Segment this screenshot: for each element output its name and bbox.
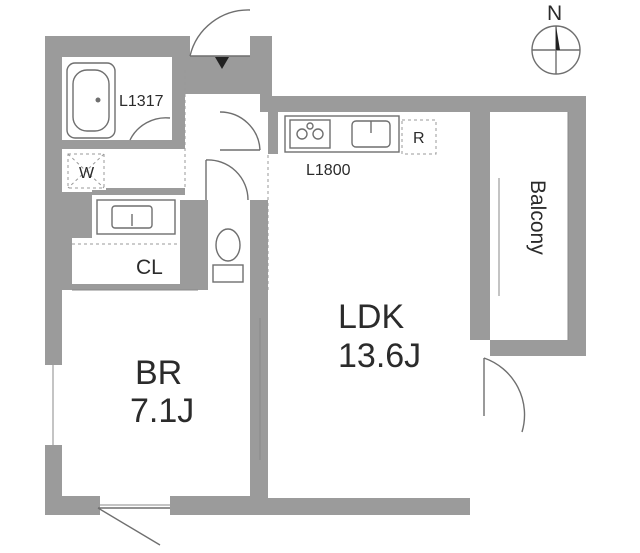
br-label: BR: [135, 354, 182, 392]
compass-label: N: [547, 2, 562, 25]
wall-bath-bottom: [62, 140, 185, 149]
entry-door: [189, 9, 251, 69]
room-labels: LDK 13.6J BR 7.1J: [130, 298, 421, 430]
stove-icon: [289, 119, 331, 149]
hall-doors: [184, 70, 269, 290]
closet-label: CL: [136, 256, 163, 279]
wall-cl-right: [180, 200, 200, 290]
washer: W: [66, 152, 106, 190]
kitchen-counter: [284, 115, 400, 153]
bathtub: [66, 62, 116, 139]
ldk-side-door: [470, 356, 526, 433]
washer-label: W: [79, 165, 95, 182]
bathroom: L1317: [66, 62, 171, 141]
ldk-size-label: 13.6J: [338, 337, 421, 375]
ldk-label: LDK: [338, 298, 404, 336]
entry-arrow-icon: [215, 57, 229, 69]
kitchen: L1800 R: [284, 115, 437, 179]
toilet: [205, 159, 250, 286]
wall-wc-right: [250, 200, 268, 290]
kitchen-size-label: L1800: [306, 162, 351, 179]
walls: [45, 36, 586, 515]
fridge-label: R: [413, 130, 425, 147]
br-size-label: 7.1J: [130, 392, 194, 430]
wall-vanity-top: [92, 188, 185, 195]
wall-balcony-floor: [490, 340, 586, 356]
compass: N: [531, 2, 581, 75]
br-bottom-door: [97, 507, 170, 546]
windows: [45, 178, 508, 515]
wall-closet-bottom: [72, 284, 200, 290]
wall-bath-right: [172, 57, 185, 142]
wall-kitchen-left: [268, 112, 278, 154]
wall-balcony-end: [568, 112, 586, 342]
wall-ldk-left: [250, 290, 268, 496]
wall-br-top: [62, 238, 72, 290]
balcony: Balcony: [526, 112, 569, 340]
north-arrow-icon: [556, 26, 560, 50]
outer-wall: [45, 36, 586, 515]
closet: CL: [72, 243, 198, 291]
vanity: [96, 199, 176, 235]
balcony-label: Balcony: [526, 180, 549, 255]
wall-vanity-left: [62, 192, 92, 238]
fridge-space: [401, 119, 437, 155]
wall-wc-left: [200, 200, 208, 290]
bath-size-label: L1317: [119, 93, 164, 110]
